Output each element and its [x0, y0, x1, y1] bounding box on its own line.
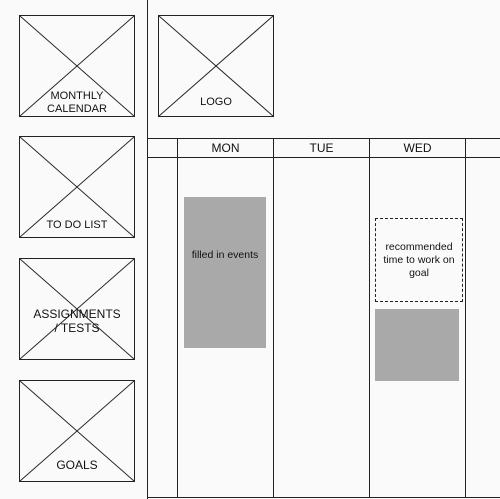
- assignments-tests-widget[interactable]: ASSIGNMENTS / TESTS: [19, 258, 135, 360]
- goals-widget[interactable]: GOALS: [19, 380, 135, 482]
- logo-placeholder: LOGO: [158, 15, 274, 117]
- placeholder-cross-icon: [20, 137, 134, 237]
- event-label: filled in events: [191, 249, 259, 261]
- calendar-event[interactable]: [375, 309, 459, 381]
- monthly-calendar-label: MONTHLY CALENDAR: [47, 90, 107, 115]
- sidebar-divider: [147, 0, 148, 499]
- day-header-tue[interactable]: TUE: [309, 141, 334, 155]
- calendar-header-border: [147, 157, 500, 158]
- calendar-column-line: [465, 138, 466, 498]
- calendar-event[interactable]: filled in events: [184, 197, 266, 348]
- day-header-wed[interactable]: WED: [403, 141, 432, 155]
- placeholder-cross-icon: [20, 259, 134, 359]
- recommended-label: recommended time to work on goal: [383, 240, 455, 279]
- calendar-column-line: [273, 138, 274, 498]
- calendar-column-line: [177, 138, 178, 498]
- assignments-tests-label: ASSIGNMENTS / TESTS: [33, 307, 121, 335]
- calendar-column-line: [369, 138, 370, 498]
- day-header-mon[interactable]: MON: [211, 141, 240, 155]
- placeholder-cross-icon: [159, 16, 273, 116]
- logo-label: LOGO: [200, 96, 232, 108]
- placeholder-cross-icon: [20, 16, 134, 116]
- placeholder-cross-icon: [20, 381, 134, 481]
- recommended-goal-slot[interactable]: recommended time to work on goal: [375, 218, 463, 302]
- calendar-top-border: [147, 138, 500, 139]
- to-do-list-label: TO DO LIST: [46, 219, 108, 231]
- goals-label: GOALS: [56, 458, 98, 472]
- monthly-calendar-widget[interactable]: MONTHLY CALENDAR: [19, 15, 135, 117]
- to-do-list-widget[interactable]: TO DO LIST: [19, 136, 135, 238]
- calendar-bottom-border: [147, 497, 500, 498]
